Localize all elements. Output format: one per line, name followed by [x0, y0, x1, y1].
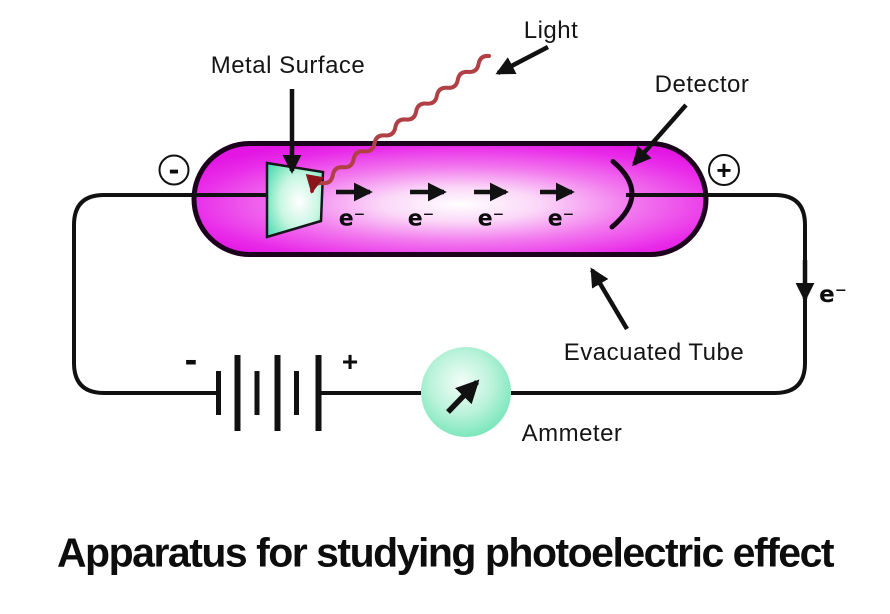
ammeter-needle-icon — [446, 379, 480, 414]
electron-symbol: e⁻ — [477, 206, 505, 232]
battery-symbol — [216, 355, 322, 431]
evacuated-tube-pointer-arrow — [590, 267, 629, 331]
detector-arc — [609, 159, 635, 230]
light-label: Light — [523, 17, 579, 44]
light-pointer-arrow — [495, 45, 550, 75]
figure-title: Apparatus for studying photoelectric eff… — [56, 529, 835, 576]
detector-pointer-arrow — [632, 103, 688, 167]
detector-label: Detector — [654, 71, 750, 98]
wire-left-loop — [72, 193, 270, 395]
cathode-minus-sign: - — [168, 151, 180, 187]
battery-minus-sign: - — [184, 339, 198, 381]
ammeter-label: Ammeter — [521, 420, 623, 447]
electron-symbol-wire: e⁻ — [819, 282, 847, 308]
electron-symbol: e⁻ — [407, 206, 435, 232]
evacuated-tube-label: Evacuated Tube — [563, 339, 745, 366]
cathode-terminal-circle — [158, 154, 190, 186]
battery-plus-sign: + — [341, 346, 359, 377]
electron-symbol: e⁻ — [547, 206, 575, 232]
anode-terminal-circle — [708, 154, 740, 186]
electron-symbol: e⁻ — [338, 206, 366, 232]
metal-surface-label: Metal Surface — [210, 52, 366, 79]
light-wave — [305, 53, 491, 194]
anode-plus-sign: + — [716, 155, 732, 185]
